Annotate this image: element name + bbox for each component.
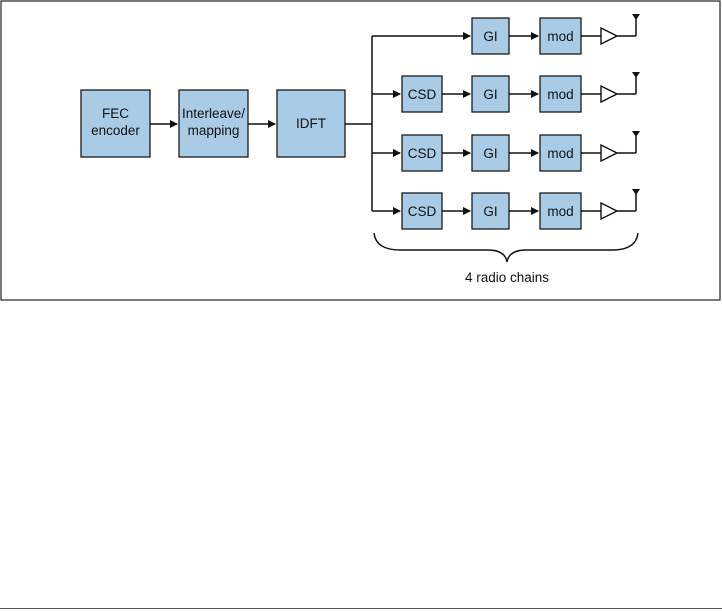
fec-label-line2: encoder <box>91 123 140 138</box>
gi-block <box>471 134 510 172</box>
curly-brace <box>373 232 639 263</box>
interleave-label-line2: mapping <box>188 123 240 138</box>
mod-label: mod <box>547 87 573 102</box>
amplifier-icon <box>600 201 619 221</box>
mod-block <box>539 192 582 230</box>
antenna-icon <box>632 189 640 195</box>
antenna-icon <box>632 72 640 78</box>
fec-label-line1: FEC <box>102 106 129 121</box>
mod-block <box>539 134 582 172</box>
diagram-frame <box>0 0 721 301</box>
amplifier-icon <box>600 26 619 46</box>
radio-chain-2: CSD GI mod <box>372 72 640 113</box>
gi-label: GI <box>483 29 497 44</box>
gi-block <box>471 192 510 230</box>
antenna-icon <box>632 14 640 20</box>
mod-label: mod <box>547 204 573 219</box>
radio-chain-3: CSD GI mod <box>372 131 640 172</box>
mod-block <box>539 17 582 55</box>
csd-label: CSD <box>408 204 437 219</box>
antenna-icon <box>632 131 640 137</box>
mod-label: mod <box>547 29 573 44</box>
radio-chain-1: GI mod <box>372 14 640 55</box>
mod-label: mod <box>547 146 573 161</box>
brace-caption: 4 radio chains <box>465 270 549 285</box>
idft-label: IDFT <box>296 116 326 131</box>
gi-label: GI <box>483 146 497 161</box>
idft-block: IDFT <box>276 89 346 158</box>
csd-label: CSD <box>408 87 437 102</box>
interleave-label-line1: Interleave/ <box>182 106 245 121</box>
amplifier-icon <box>600 84 619 104</box>
gi-label: GI <box>483 87 497 102</box>
fec-encoder-block: FEC encoder <box>80 89 151 158</box>
amplifier-icon <box>600 143 619 163</box>
gi-label: GI <box>483 204 497 219</box>
gi-block <box>471 75 510 113</box>
interleave-mapping-block: Interleave/ mapping <box>178 89 249 158</box>
bottom-rule <box>0 608 722 609</box>
radio-chain-4: CSD GI mod <box>372 189 640 230</box>
csd-label: CSD <box>408 146 437 161</box>
mod-block <box>539 75 582 113</box>
csd-block <box>401 134 443 172</box>
